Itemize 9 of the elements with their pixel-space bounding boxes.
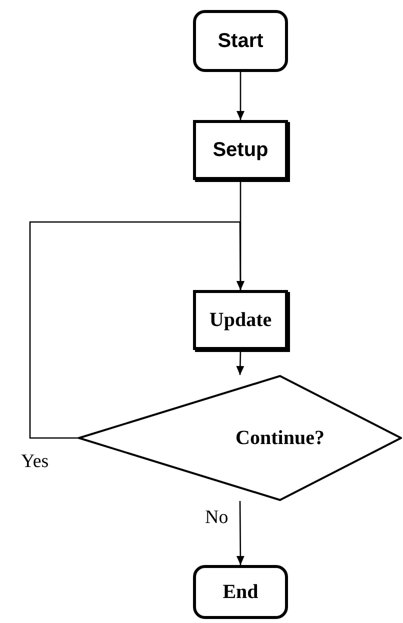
decision-label: Continue? — [236, 426, 324, 451]
process-box: Setup — [193, 120, 288, 180]
terminal-box: End — [193, 565, 288, 619]
terminal-box: Start — [193, 10, 288, 72]
arrow — [236, 350, 244, 376]
process-box: Update — [193, 290, 288, 350]
arrow — [29, 221, 244, 439]
arrow — [236, 501, 244, 565]
arrow — [236, 72, 244, 120]
